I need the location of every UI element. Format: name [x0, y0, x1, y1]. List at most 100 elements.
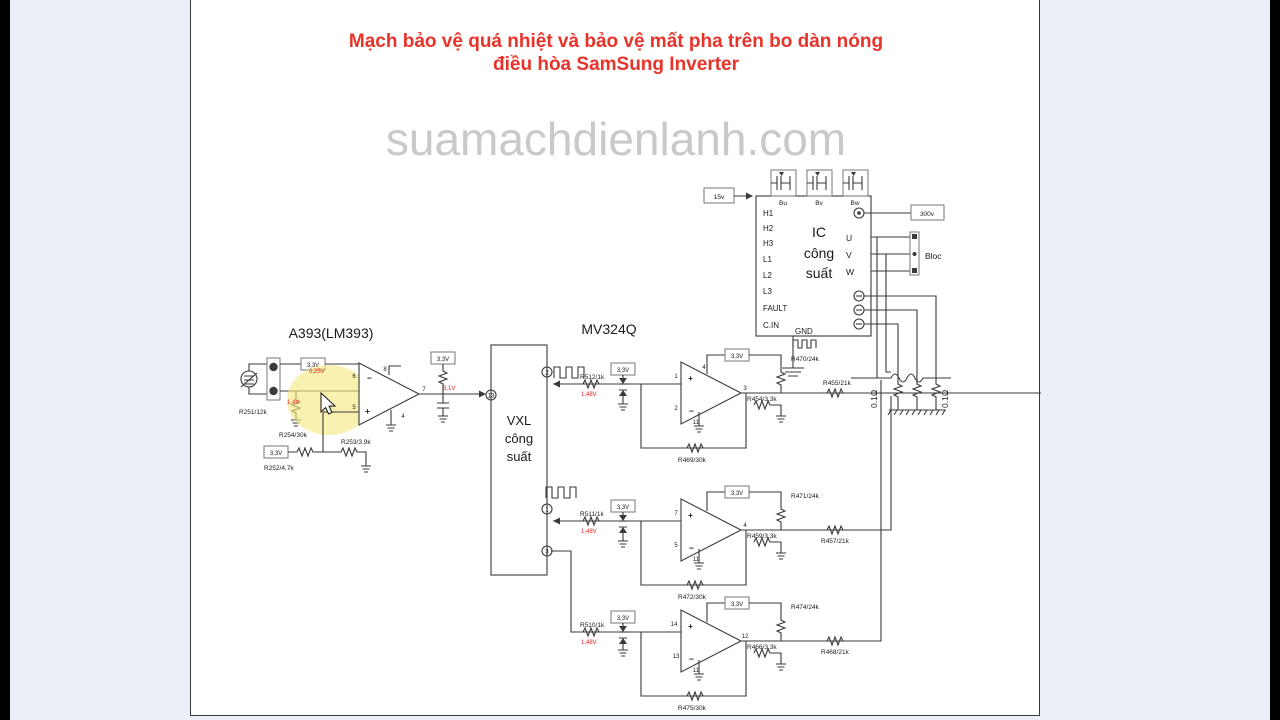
stage3-pin-13: 13: [673, 654, 680, 660]
vxl-pin-2: 2: [541, 366, 553, 378]
comparator-r252-label: R252/4,7k: [264, 465, 294, 472]
stage2-r511-label: R511/1k: [580, 511, 604, 518]
stage2-r471-label: R471/24k: [791, 493, 820, 500]
comparator-bias-divider: 3,3V R252/4,7k R253/3,9k: [263, 439, 371, 473]
bootstrap-cap-bv-icon: [806, 169, 833, 197]
power-ic-pin-h2: H2: [763, 224, 774, 233]
comparator-supply-node-label: 3,3V: [437, 357, 449, 363]
resistor-r474: [775, 616, 787, 641]
comparator-gnd-wire: [386, 410, 396, 432]
resistor-r468: [826, 635, 844, 647]
stage2-pin-11: 11: [693, 557, 700, 563]
shunt-label-right: 0.1Ω: [940, 390, 950, 408]
stage2-input-voltage: 1,48V: [581, 529, 597, 535]
stage3-rail-wire: [749, 602, 782, 616]
stage1-input-voltage: 1,48V: [581, 392, 597, 398]
stage2-pin-4: 4: [743, 523, 747, 529]
watermark-text: suamachdienlanh.com: [386, 113, 846, 165]
stage1-r470-label: R470/24k: [791, 356, 820, 363]
power-ic-pin-l3: L3: [763, 287, 772, 296]
comparator-output-arrow: [479, 390, 486, 398]
power-ic-top-pin-bu: Bu: [779, 200, 787, 207]
stage2-output-wire: [741, 396, 892, 531]
stage3-pin-11: 11: [693, 668, 700, 674]
power-ic-out-v: V: [846, 250, 852, 260]
stage2-vcc-wire: [706, 491, 725, 511]
stage1-pin-3: 3: [743, 386, 747, 392]
power-ic-pin-cin: C.IN: [763, 321, 779, 330]
stage2-r459-label: R459/3,3k: [747, 533, 777, 540]
stage3-gnd-wire: [694, 660, 704, 681]
stage1-noninv-sign: +: [688, 373, 693, 383]
stage3-noninv-sign: +: [688, 621, 693, 631]
waveform-marker-shunt: [792, 339, 817, 349]
stage2-noninv-sign: +: [688, 510, 693, 520]
comparator-pin-6: 6: [352, 374, 356, 380]
comparator-output-network: 3,3V: [430, 351, 456, 423]
thermistor-symbol: [240, 363, 271, 395]
resistor-r455: [826, 387, 844, 399]
power-ic-top-pin-bw: Bw: [850, 200, 859, 207]
power-ic-out-w: W: [846, 267, 854, 277]
comparator-r251-label: R251/12k: [239, 409, 268, 416]
stage3-input-voltage: 1,48V: [581, 640, 597, 646]
rail-300v-node: 300v: [853, 204, 945, 221]
vxl-pin-3-number: 3: [545, 550, 549, 556]
shunt-resistor-bank: 0.1Ω 0.1Ω: [851, 373, 951, 416]
resistor-r512: [582, 378, 600, 390]
stage3-output-wire: [741, 380, 882, 642]
rail-300v-label: 300v: [920, 211, 935, 218]
stage3-r475-label: R475/30k: [678, 705, 707, 712]
comparator-output-voltage: 3,1V: [443, 386, 455, 392]
power-ic-label-1: IC: [812, 224, 826, 240]
stage3-pin-12: 12: [742, 634, 749, 640]
opamp-stage-2: R511/1k 1,48V 3,3V + − 7 5 4: [545, 396, 892, 601]
comparator-vcc-wire: [388, 365, 401, 375]
vxl-block: VXL công suất 13 2 1: [485, 344, 553, 576]
stage1-r454-label: R454/3,3k: [747, 396, 777, 403]
comparator-r253-label: R253/3,9k: [341, 439, 371, 446]
opamp-stage-3: R510/1k 1,48V 3,3V + − 14 13: [551, 380, 882, 712]
power-ic-pin-l1: L1: [763, 255, 772, 264]
resistor-r511: [582, 515, 600, 527]
stage3-r474-label: R474/24k: [791, 604, 820, 611]
bloc-connector: Bloc: [909, 231, 942, 276]
resistor-r466: [753, 647, 771, 659]
stage1-clamp-label: 3,3V: [617, 368, 629, 374]
comparator-title: A393(LM393): [289, 325, 374, 341]
power-ic-pin-fault: FAULT: [763, 304, 787, 313]
resistor-r470: [775, 368, 787, 393]
comparator-noninverting-sign: +: [365, 406, 370, 416]
stage2-pin-7: 7: [674, 511, 678, 517]
stage3-clamp-diodes: 3,3V: [610, 610, 636, 657]
comparator-opamp-symbol: − + 6 5 7 4 8: [352, 362, 426, 426]
bootstrap-cap-bw-icon: [842, 169, 869, 197]
power-ic-label-2: công: [804, 245, 834, 261]
schematic-canvas: Mạch bảo vệ quá nhiệt và bảo vệ mất pha …: [191, 0, 1041, 716]
vxl-pin-13-number: 13: [488, 394, 495, 400]
comparator-section: A393(LM393) R251/12k: [239, 325, 486, 473]
power-ic-pin-h3: H3: [763, 239, 774, 248]
stage2-r459-wiring: [745, 530, 786, 560]
supply-15v-node: 15v: [703, 187, 753, 204]
resistor-r471: [775, 505, 787, 530]
sensor-connector: [266, 357, 281, 401]
power-ic-pin-h1: H1: [763, 209, 774, 218]
stage2-clamp-diodes: 3,3V: [610, 499, 636, 548]
resistor-r469: [686, 442, 704, 454]
stage1-pin-1: 1: [674, 374, 678, 380]
comparator-pin-7: 7: [422, 387, 426, 393]
stage1-r454-wiring: [745, 393, 786, 423]
resistor-r459: [753, 536, 771, 548]
stage3-r510-label: R510/1k: [580, 622, 605, 629]
vxl-pin-2-number: 2: [545, 371, 549, 377]
stage2-inv-sign: −: [689, 543, 694, 553]
power-ic-block: IC công suất H1 H2 H3 L1 L2 L3 FAULT C.I…: [703, 169, 945, 377]
stage2-clamp-label: 3,3V: [617, 505, 629, 511]
power-ic-shunt-terminals: [853, 290, 865, 330]
stage3-vcc-wire: [706, 602, 725, 622]
stage3-r466-wiring: [745, 641, 786, 671]
stage1-rail-wire: [749, 354, 782, 368]
comparator-pin-5: 5: [352, 405, 356, 411]
